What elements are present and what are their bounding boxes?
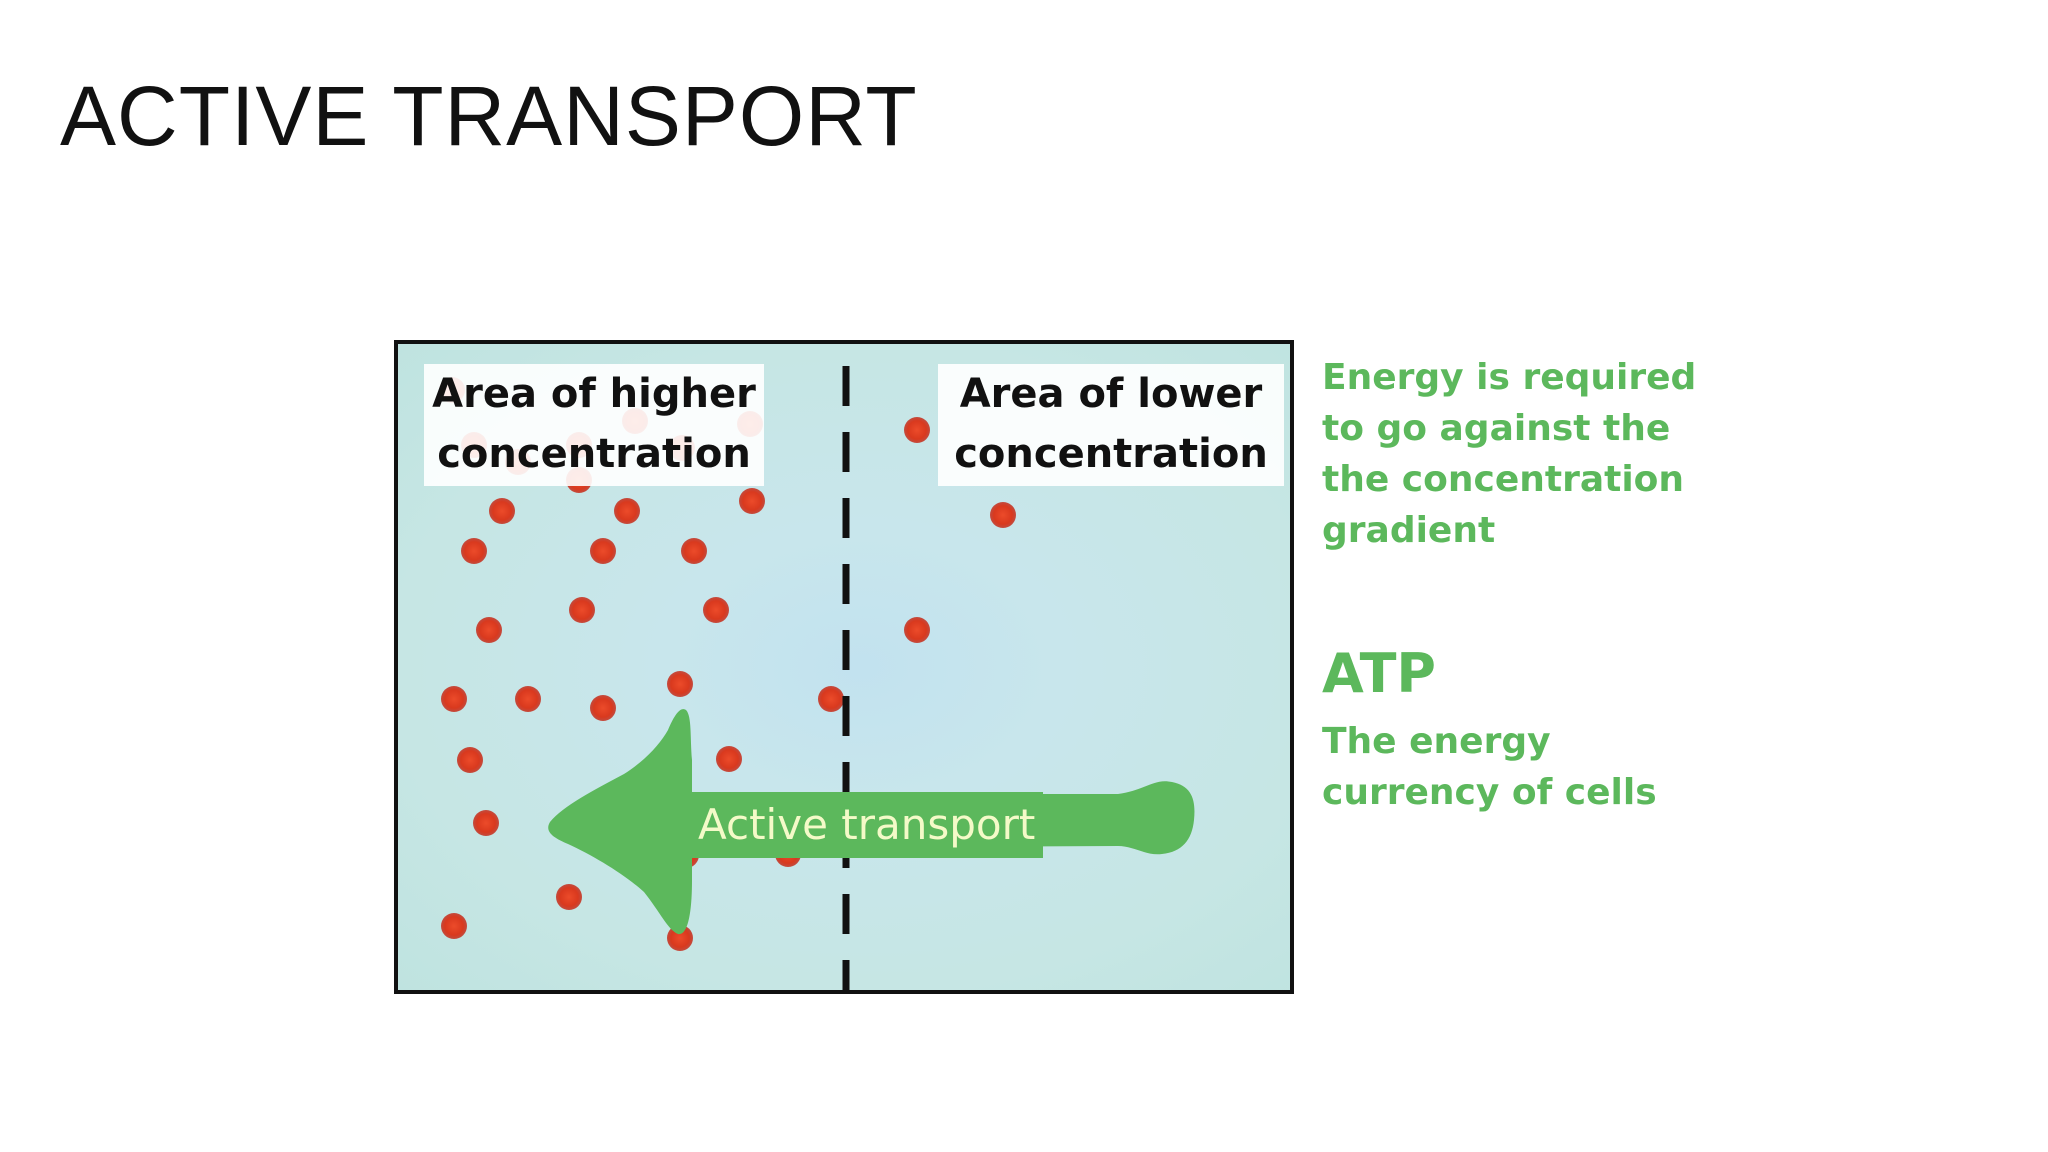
particle bbox=[716, 746, 742, 772]
active-transport-diagram: Area of higher concentration Area of low… bbox=[394, 340, 1294, 994]
higher-concentration-label: Area of higher concentration bbox=[424, 364, 764, 486]
particle bbox=[667, 671, 693, 697]
particle bbox=[904, 617, 930, 643]
slide-title: ACTIVE TRANSPORT bbox=[60, 69, 918, 163]
lower-concentration-label: Area of lower concentration bbox=[938, 364, 1284, 486]
particle bbox=[990, 502, 1016, 528]
particle bbox=[457, 747, 483, 773]
active-transport-label: Active transport bbox=[690, 792, 1044, 858]
particle bbox=[473, 810, 499, 836]
particle bbox=[569, 597, 595, 623]
atp-heading: ATP bbox=[1322, 642, 1437, 705]
particle bbox=[476, 617, 502, 643]
particle bbox=[703, 597, 729, 623]
particle bbox=[667, 925, 693, 951]
particle bbox=[590, 695, 616, 721]
atp-description: The energy currency of cells bbox=[1322, 721, 1657, 813]
particle bbox=[739, 488, 765, 514]
particle bbox=[556, 884, 582, 910]
particle bbox=[614, 498, 640, 524]
energy-required-note: Energy is required to go against the the… bbox=[1322, 357, 1697, 551]
particle bbox=[818, 686, 844, 712]
particle bbox=[590, 538, 616, 564]
particle bbox=[904, 417, 930, 443]
particle bbox=[489, 498, 515, 524]
particle bbox=[461, 538, 487, 564]
particle bbox=[441, 686, 467, 712]
particle bbox=[515, 686, 541, 712]
particle bbox=[441, 913, 467, 939]
particle bbox=[681, 538, 707, 564]
